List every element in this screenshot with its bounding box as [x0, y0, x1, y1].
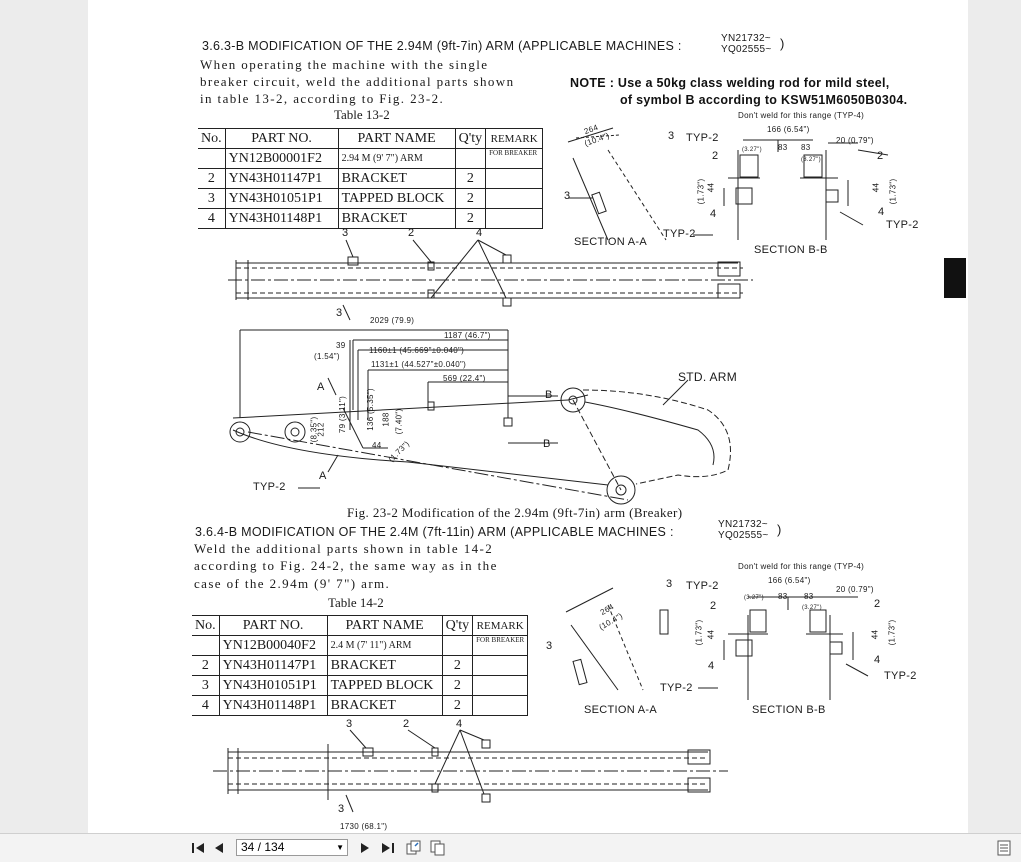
table-header-row: No. PART NO. PART NAME Q'ty REMARK — [192, 615, 529, 636]
dont-weld-label: Don't weld for this range (TYP-4) — [738, 111, 865, 120]
copy-page-icon[interactable] — [406, 840, 422, 856]
last-page-icon[interactable] — [380, 840, 396, 856]
arm-top-view — [228, 239, 753, 321]
document-page: 3.6.3-B MODIFICATION OF THE 2.94M (9ft-7… — [88, 0, 968, 833]
table-row: YN12B00040F2 2.4 M (7' 11") ARM FOR BREA… — [192, 635, 529, 656]
body-line: Weld the additional parts shown in table… — [194, 541, 494, 556]
section-b-b-label: SECTION B-B — [754, 244, 828, 256]
machines-top: YN21732~ — [721, 33, 771, 44]
section-edge-marker — [944, 258, 966, 298]
machines-top: YN21732~ — [718, 519, 768, 530]
next-page-icon[interactable] — [358, 840, 372, 856]
table-row: 4 YN43H01148P1 BRACKET 2 — [198, 208, 544, 229]
col-qty: Q'ty — [454, 128, 487, 149]
machines-bottom: YQ02555~ — [718, 530, 769, 541]
table-row: 4 YN43H01148P1 BRACKET 2 — [192, 695, 529, 716]
note-line: of symbol B according to KSW51M6050B0304… — [620, 93, 908, 107]
section-a-a-top — [567, 127, 667, 241]
table-header-row: No. PART NO. PART NAME Q'ty REMARK — [198, 128, 544, 149]
section-a-a-bottom — [565, 587, 669, 691]
section-heading-3-6-4: 3.6.4-B MODIFICATION OF THE 2.4M (7ft-11… — [195, 525, 674, 539]
arm-side-view — [229, 377, 731, 505]
arm-bottom-view — [213, 729, 728, 813]
chevron-down-icon: ▼ — [336, 843, 344, 852]
dont-weld-label: Don't weld for this range (TYP-4) — [738, 562, 865, 571]
table-row: 3 YN43H01051P1 TAPPED BLOCK 2 — [192, 675, 529, 696]
figure-23-2-drawing — [213, 127, 889, 813]
col-remark: REMARK — [485, 128, 544, 149]
std-arm-label: STD. ARM — [678, 370, 738, 384]
parts-table-14-2: No. PART NO. PART NAME Q'ty REMARK YN12B… — [192, 615, 529, 716]
table-row: 2 YN43H01147P1 BRACKET 2 — [198, 168, 544, 189]
parts-table-13-2: No. PART NO. PART NAME Q'ty REMARK YN12B… — [198, 128, 544, 229]
table-row: 2 YN43H01147P1 BRACKET 2 — [192, 655, 529, 676]
section-a-a-label: SECTION A-A — [574, 236, 647, 248]
body-line: in table 13-2, according to Fig. 23-2. — [200, 91, 445, 106]
col-part-name: PART NAME — [337, 128, 456, 149]
viewer-toolbar: 34 / 134 ▼ — [0, 833, 1021, 862]
body-line: according to Fig. 24-2, the same way as … — [194, 558, 498, 573]
document-properties-icon[interactable] — [996, 840, 1012, 856]
section-b-b-top — [693, 139, 889, 240]
dimension-lines — [239, 329, 509, 430]
table-title: Table 13-2 — [334, 107, 390, 122]
body-line: case of the 2.94m (9' 7") arm. — [194, 576, 391, 591]
body-line: When operating the machine with the sing… — [200, 57, 489, 72]
heading-paren: ) — [780, 36, 785, 51]
previous-page-icon[interactable] — [212, 840, 226, 856]
section-a-a-label: SECTION A-A — [584, 704, 657, 716]
section-b-b-bottom — [698, 596, 869, 700]
section-b-b-label: SECTION B-B — [752, 704, 826, 716]
page-number-select[interactable]: 34 / 134 ▼ — [236, 839, 348, 856]
machines-bottom: YQ02555~ — [721, 44, 772, 55]
body-line: breaker circuit, weld the additional par… — [200, 74, 515, 89]
section-heading-3-6-3: 3.6.3-B MODIFICATION OF THE 2.94M (9ft-7… — [202, 39, 682, 53]
table-row: YN12B00001F2 2.94 M (9' 7") ARM FOR BREA… — [198, 148, 544, 169]
note-line: NOTE : Use a 50kg class welding rod for … — [570, 76, 890, 90]
table-row: 3 YN43H01051P1 TAPPED BLOCK 2 — [198, 188, 544, 209]
first-page-icon[interactable] — [190, 840, 206, 856]
pages-icon[interactable] — [430, 840, 446, 856]
table-title: Table 14-2 — [328, 595, 384, 610]
figure-caption: Fig. 23-2 Modification of the 2.94m (9ft… — [347, 505, 683, 520]
heading-paren: ) — [777, 522, 782, 537]
